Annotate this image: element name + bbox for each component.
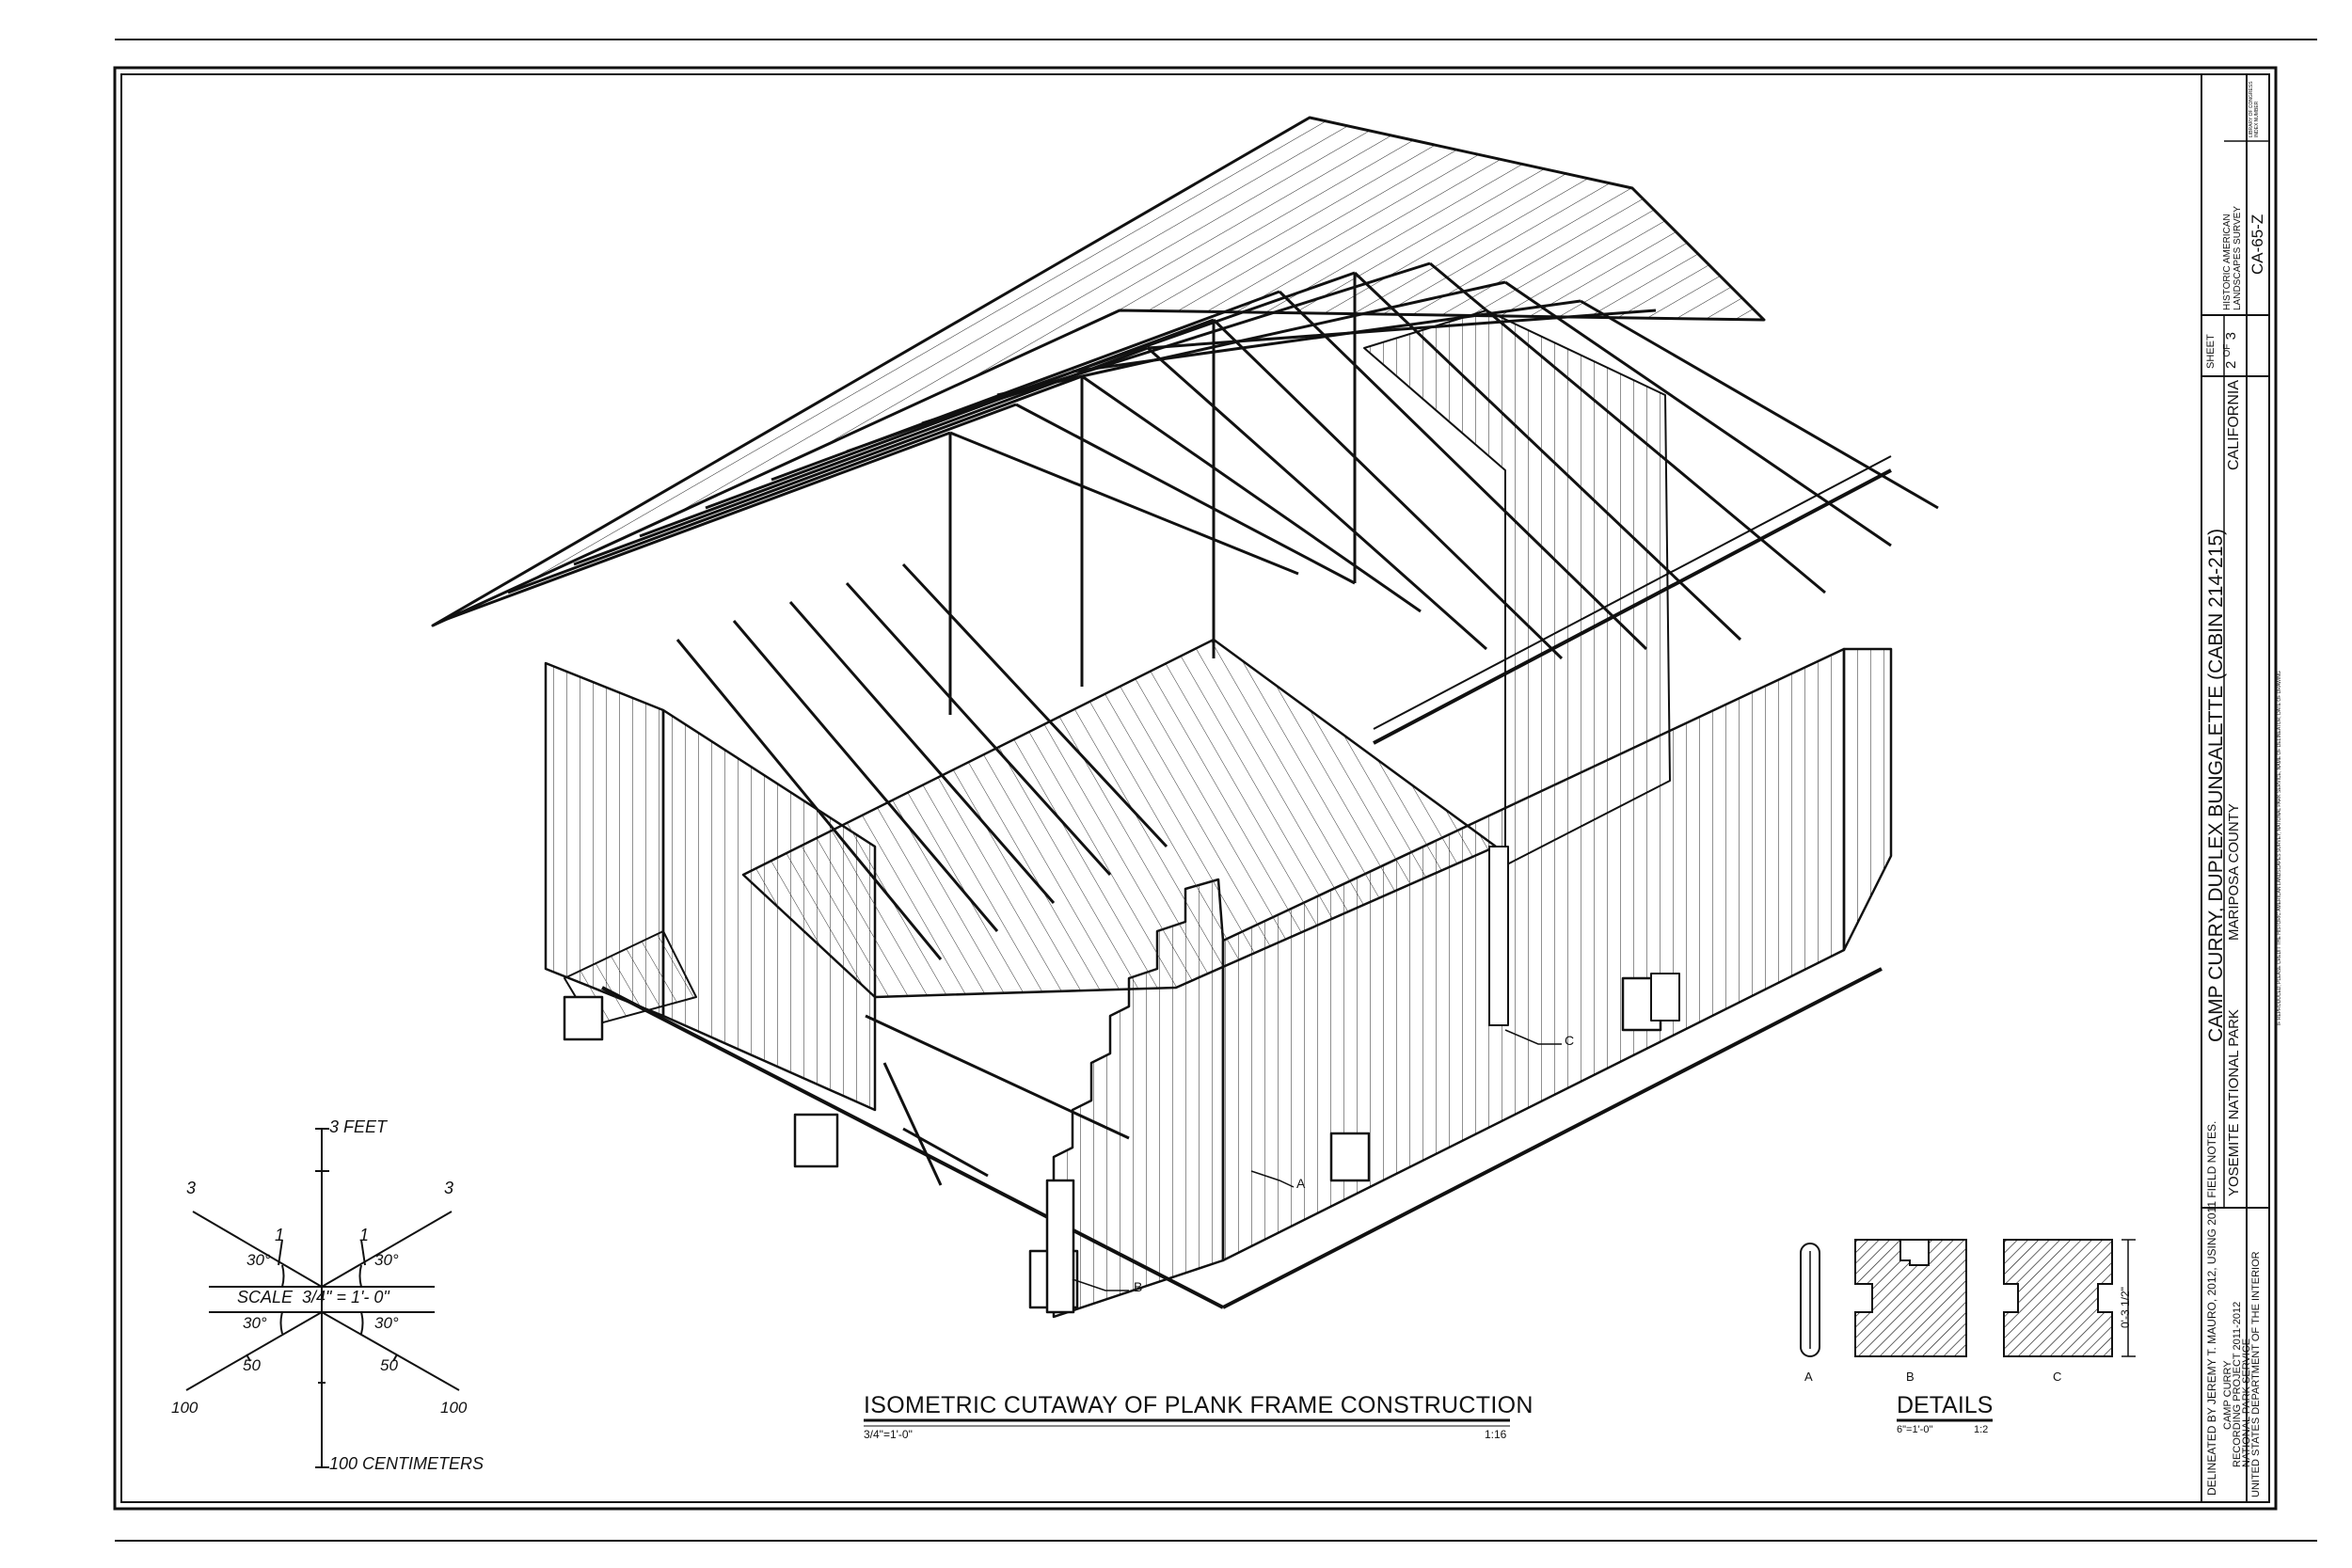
scale-ft-one-left: 1 [275, 1226, 285, 1244]
details-scale-left: 6"=1'-0" [1897, 1424, 1933, 1435]
details-scale-right: 1:2 [1974, 1424, 1989, 1435]
main-title: CAMP CURRY, DUPLEX BUNGALETTE (CABIN 214… [2205, 528, 2227, 1042]
scale-angle-ul: 30° [246, 1251, 271, 1269]
org-line-4: UNITED STATES DEPARTMENT OF THE INTERIOR [2250, 1251, 2262, 1497]
scale-ft-right: 3 [444, 1179, 454, 1197]
pier [1329, 1132, 1371, 1182]
sheet-inner-border [120, 73, 2270, 1503]
details-title: DETAILS [1897, 1392, 1994, 1418]
scale-ratio-text: SCALE 3/4" = 1'- 0" [237, 1288, 389, 1307]
drawing-scale-left: 3/4"=1'-0" [864, 1428, 913, 1441]
sheet-of: OF [2222, 343, 2233, 357]
pier [1650, 973, 1680, 1022]
credit-note: IF REPRODUCED, PLEASE CREDIT THE HISTORI… [2277, 671, 2282, 1025]
callout-a-leader [1250, 1170, 1295, 1188]
interior-partition [1363, 309, 1671, 866]
scale-angle-ur: 30° [374, 1251, 399, 1269]
callout-c-label: C [1565, 1033, 1575, 1048]
scale-graphic [185, 1128, 460, 1468]
scale-angle-lr: 30° [374, 1314, 399, 1332]
drawing-title: ISOMETRIC CUTAWAY OF PLANK FRAME CONSTRU… [864, 1392, 1534, 1418]
isometric-cabin [431, 116, 1939, 1319]
detail-dimension: 0'-3 1/2" [2119, 1287, 2132, 1328]
sheet-total: 3 [2223, 332, 2239, 341]
detail-b-section [1854, 1239, 1967, 1357]
survey-number: CA-65-Z [2249, 214, 2266, 275]
scale-cm-50-left: 50 [243, 1356, 261, 1374]
scale-ft-left: 3 [186, 1179, 197, 1197]
pier [563, 995, 604, 1041]
sheet-border [113, 66, 2278, 1511]
callout-c-leader [1504, 1029, 1562, 1045]
callout-b-label: B [1134, 1279, 1143, 1294]
scale-angle-ll: 30° [243, 1314, 267, 1332]
detail-a-label: A [1804, 1370, 1813, 1384]
front-wall-left [661, 708, 877, 1112]
callout-a-label: A [1296, 1176, 1306, 1191]
drawing-scale-right: 1:16 [1485, 1428, 1507, 1441]
detail-sections [1800, 1239, 2136, 1357]
sheet-label: SHEET [2205, 334, 2217, 369]
survey-name: HISTORIC AMERICAN LANDSCAPES SURVEY [2222, 206, 2243, 310]
right-end-wall [1842, 647, 1893, 952]
detail-c-section [2003, 1239, 2113, 1357]
scale-ft-one-right: 1 [359, 1226, 370, 1244]
scale-cm-100-left: 100 [171, 1399, 199, 1417]
sheet-num: 2 [2223, 360, 2239, 369]
callout-b-leader [1072, 1278, 1129, 1291]
floor-deck [741, 638, 1498, 999]
delineated-by-note: DELINEATED BY JEREMY T. MAURO, 2012, USI… [2205, 1120, 2218, 1496]
scale-cm-50-right: 50 [380, 1356, 398, 1374]
loc-index-note: LIBRARY OF CONGRESS INDEX NUMBER [2249, 81, 2260, 137]
scale-feet-label: 3 FEET [329, 1117, 388, 1136]
scale-cm-100-right: 100 [440, 1399, 468, 1417]
title-block [2201, 74, 2269, 1502]
state-name: CALIFORNIA [2226, 379, 2242, 470]
park-name: YOSEMITE NATIONAL PARK [2226, 1009, 2242, 1196]
detail-b-label: B [1906, 1370, 1915, 1384]
scale-cm-label: 100 CENTIMETERS [329, 1454, 485, 1473]
county-name: MARIPOSA COUNTY [2226, 803, 2242, 941]
pier [793, 1113, 839, 1168]
detail-c-label: C [2053, 1370, 2062, 1384]
sheet-number: 2 OF 3 [2222, 332, 2239, 369]
